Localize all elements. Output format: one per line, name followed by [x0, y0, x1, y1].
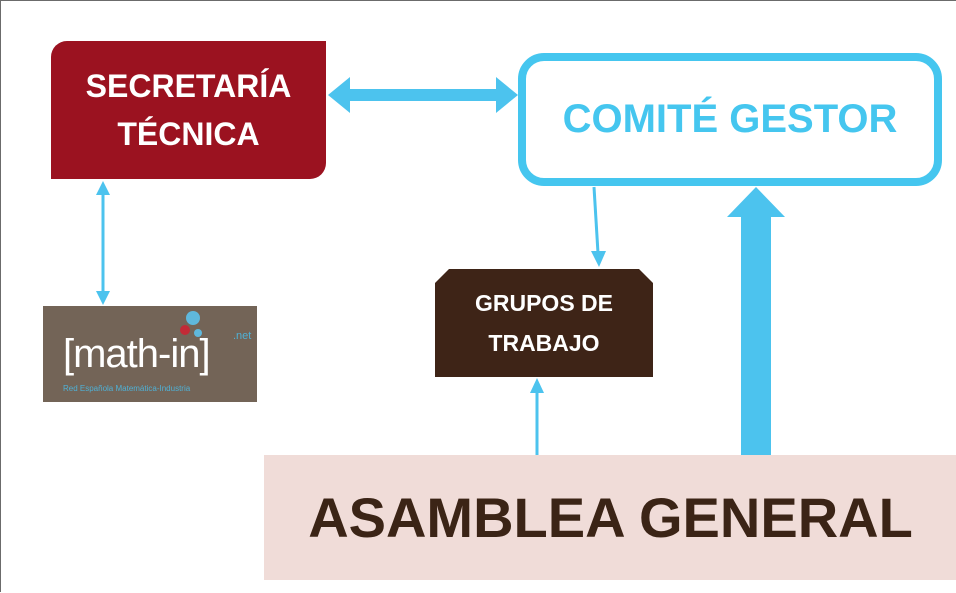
logo-dots-icon: [180, 311, 202, 337]
arrow-secretaria-mathin: [96, 181, 110, 305]
logo-subtitle: Red Española Matemática-Industria: [63, 384, 191, 393]
secretaria-tecnica-box: SECRETARÍA TÉCNICA: [51, 41, 326, 179]
math-in-logo: [math-in] .net Red Española Matemática-I…: [43, 306, 257, 402]
comite-gestor-box: COMITÉ GESTOR: [518, 53, 942, 186]
logo-text: [math-in]: [63, 332, 211, 376]
arrow-asamblea-grupos: [530, 378, 544, 455]
grupos-line1: GRUPOS DE: [474, 290, 614, 316]
logo-superscript: .net: [233, 330, 252, 342]
comite-label: COMITÉ GESTOR: [562, 97, 898, 141]
arrow-secretaria-comite: [328, 77, 518, 113]
arrow-comite-grupos: [591, 186, 606, 267]
arrow-asamblea-comite: [727, 187, 785, 455]
secretaria-line2: TÉCNICA: [117, 116, 260, 152]
grupos-trabajo-box: GRUPOS DE TRABAJO: [435, 269, 653, 377]
asamblea-label: ASAMBLEA GENERAL: [308, 486, 913, 549]
grupos-line2: TRABAJO: [488, 330, 600, 356]
secretaria-line1: SECRETARÍA: [85, 68, 292, 104]
asamblea-general-box: ASAMBLEA GENERAL: [264, 455, 956, 580]
